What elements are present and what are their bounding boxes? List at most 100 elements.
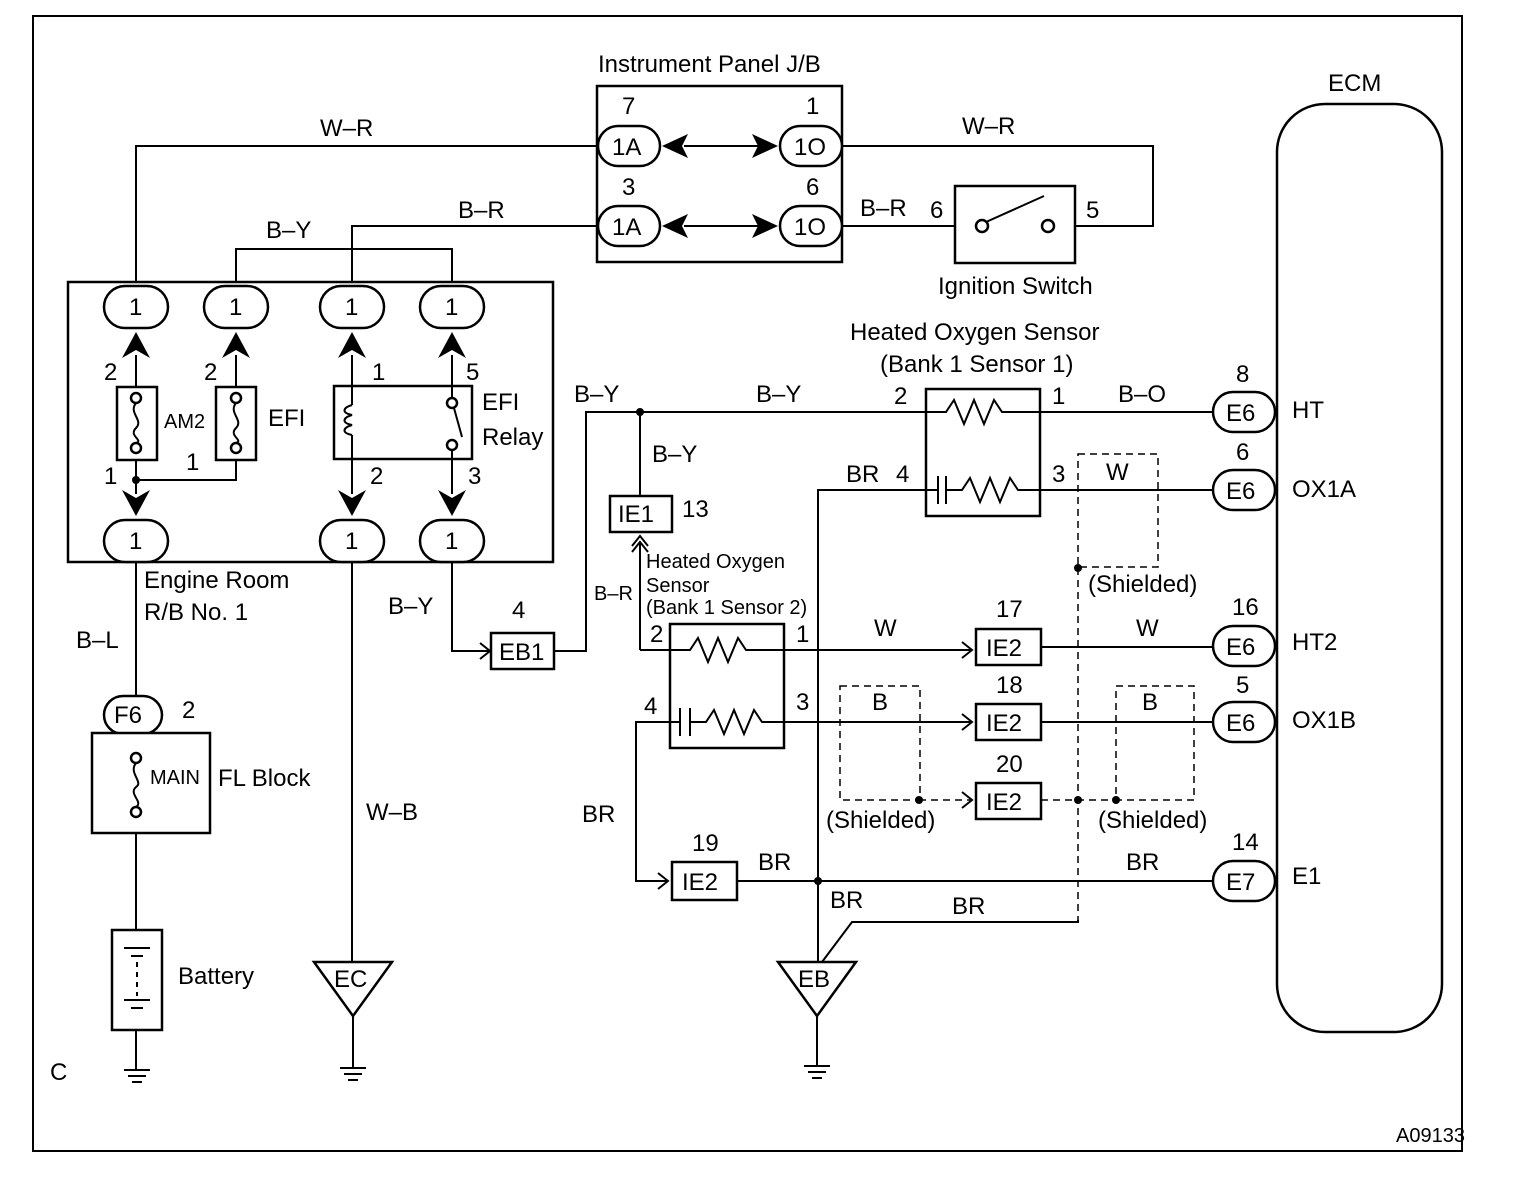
svg-text:OX1B: OX1B	[1292, 707, 1356, 734]
svg-text:17: 17	[996, 596, 1023, 623]
ecm-block: ECM	[1275, 70, 1444, 1034]
svg-text:Relay: Relay	[482, 424, 543, 451]
svg-text:1O: 1O	[794, 134, 826, 161]
ie2-connector-19	[670, 860, 739, 902]
heated-oxygen-sensor-1: Heated Oxygen Sensor (Bank 1 Sensor 1) 2…	[850, 319, 1099, 518]
svg-text:W–R: W–R	[320, 115, 373, 142]
svg-text:MAIN: MAIN	[150, 767, 200, 789]
svg-text:(Shielded): (Shielded)	[826, 807, 935, 834]
svg-text:W–B: W–B	[366, 799, 418, 826]
svg-text:E6: E6	[1226, 710, 1255, 737]
svg-text:IE1: IE1	[618, 501, 654, 528]
svg-text:W–R: W–R	[962, 113, 1015, 140]
svg-text:AM2: AM2	[164, 411, 205, 433]
svg-text:(Shielded): (Shielded)	[1098, 807, 1207, 834]
svg-text:2: 2	[370, 463, 383, 490]
svg-text:B: B	[1142, 689, 1158, 716]
ie1-connector	[608, 494, 674, 534]
svg-text:5: 5	[1086, 197, 1099, 224]
svg-text:8: 8	[1236, 361, 1249, 388]
svg-text:E7: E7	[1226, 869, 1255, 896]
ground-eb-icon: EB	[775, 960, 859, 1079]
svg-text:EB1: EB1	[499, 639, 544, 666]
svg-text:1: 1	[796, 621, 809, 648]
svg-text:2: 2	[104, 359, 117, 386]
svg-text:1O: 1O	[794, 214, 826, 241]
svg-text:W: W	[1136, 615, 1159, 642]
svg-text:IE2: IE2	[986, 635, 1022, 662]
svg-text:B–R: B–R	[860, 195, 907, 222]
svg-text:1: 1	[806, 93, 819, 120]
svg-text:BR: BR	[1126, 849, 1159, 876]
svg-text:B–L: B–L	[76, 627, 119, 654]
battery-ground-icon	[124, 1069, 150, 1083]
heated-oxygen-sensor-2: 2 1 4 3	[640, 621, 809, 750]
svg-text:HT: HT	[1292, 397, 1324, 424]
svg-text:1: 1	[104, 463, 117, 490]
svg-text:1: 1	[445, 294, 458, 321]
svg-text:B–Y: B–Y	[266, 217, 311, 244]
svg-text:F6: F6	[114, 702, 142, 729]
svg-text:BR: BR	[758, 849, 791, 876]
svg-text:B: B	[872, 689, 888, 716]
svg-text:Engine Room: Engine Room	[144, 567, 289, 594]
svg-text:4: 4	[644, 693, 657, 720]
instrument-panel-jb: Instrument Panel J/B 1A 1O 1A 1O 7 1 3 6	[595, 51, 844, 264]
svg-text:20: 20	[996, 751, 1023, 778]
svg-text:Sensor: Sensor	[646, 575, 710, 597]
svg-text:3: 3	[796, 689, 809, 716]
svg-text:7: 7	[622, 93, 635, 120]
svg-text:1: 1	[372, 359, 385, 386]
svg-text:1: 1	[186, 449, 199, 476]
svg-text:2: 2	[894, 383, 907, 410]
ie2-connector-18	[974, 702, 1043, 742]
svg-text:2: 2	[650, 621, 663, 648]
ground-ec-icon: EC	[311, 960, 395, 1081]
svg-text:Battery: Battery	[178, 963, 254, 990]
svg-text:B–Y: B–Y	[388, 593, 433, 620]
battery: Battery	[110, 928, 254, 1032]
svg-text:4: 4	[512, 597, 525, 624]
svg-text:EB: EB	[798, 966, 830, 993]
svg-text:BR: BR	[830, 887, 863, 914]
svg-text:16: 16	[1232, 594, 1259, 621]
svg-text:B–R: B–R	[458, 197, 505, 224]
figure-code: A09133	[1396, 1125, 1465, 1147]
svg-text:6: 6	[806, 174, 819, 201]
svg-text:5: 5	[466, 359, 479, 386]
svg-text:4: 4	[896, 461, 909, 488]
svg-text:W: W	[874, 615, 897, 642]
svg-text:IE2: IE2	[682, 869, 718, 896]
eb1-connector	[489, 631, 556, 671]
svg-text:13: 13	[682, 496, 709, 523]
svg-text:1: 1	[129, 528, 142, 555]
svg-text:Heated Oxygen: Heated Oxygen	[646, 551, 785, 573]
svg-text:1A: 1A	[612, 214, 641, 241]
svg-text:E6: E6	[1226, 400, 1255, 427]
svg-text:6: 6	[1236, 439, 1249, 466]
ecm-connectors: E6 8 HT E6 6 OX1A E6 16 HT2 E6 5 OX1B E7…	[1211, 361, 1356, 903]
svg-text:IE2: IE2	[986, 789, 1022, 816]
ie2-connector-20	[974, 781, 1043, 821]
svg-text:3: 3	[1052, 461, 1065, 488]
engine-room-rb: 1 1 1 1 1 1 1 AM2 2 1	[66, 280, 555, 564]
jb-label: Instrument Panel J/B	[598, 51, 821, 78]
svg-text:(Bank 1 Sensor 1): (Bank 1 Sensor 1)	[880, 351, 1073, 378]
svg-text:B–R: B–R	[594, 583, 633, 605]
svg-text:1: 1	[129, 294, 142, 321]
svg-text:B–Y: B–Y	[756, 381, 801, 408]
svg-text:14: 14	[1232, 829, 1259, 856]
svg-text:1: 1	[445, 528, 458, 555]
svg-text:2: 2	[204, 359, 217, 386]
svg-text:FL Block: FL Block	[218, 765, 311, 792]
svg-text:BR: BR	[952, 893, 985, 920]
svg-text:B–Y: B–Y	[652, 441, 697, 468]
ie2-connector-17	[974, 627, 1043, 667]
svg-text:1A: 1A	[612, 134, 641, 161]
svg-text:2: 2	[182, 697, 195, 724]
svg-text:1: 1	[229, 294, 242, 321]
svg-text:W: W	[1106, 459, 1129, 486]
svg-text:BR: BR	[582, 801, 615, 828]
svg-text:6: 6	[930, 197, 943, 224]
